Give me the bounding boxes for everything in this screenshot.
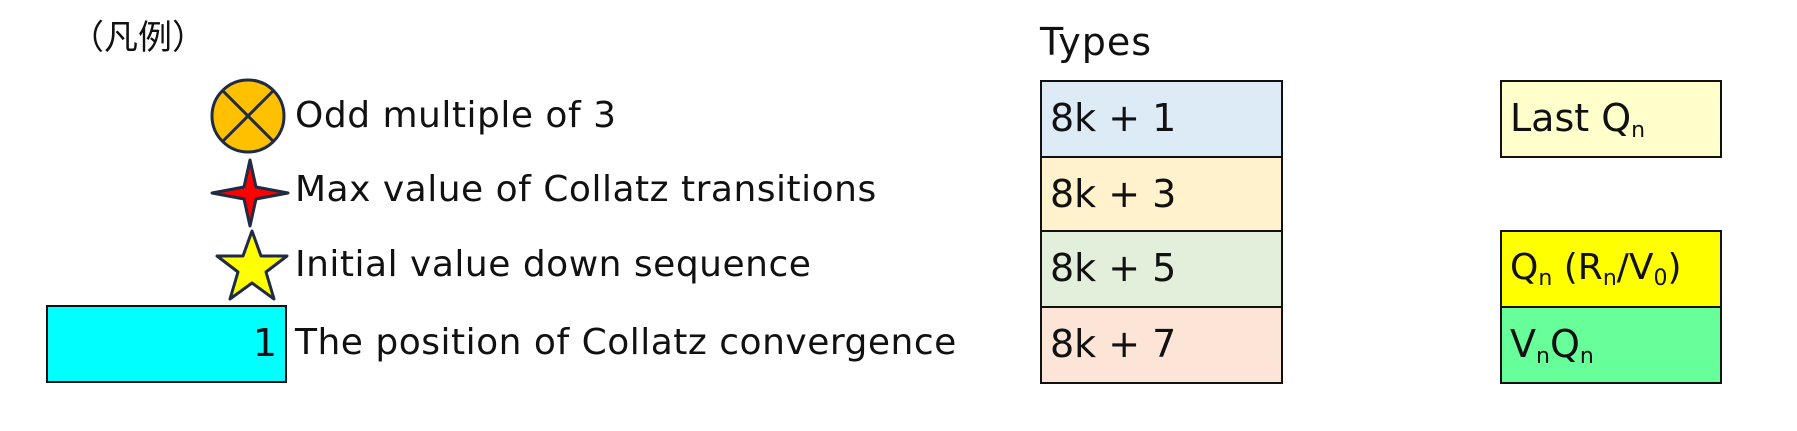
vnqn-v: V (1510, 322, 1536, 366)
type-8k-plus-3-label: 8k + 3 (1050, 172, 1177, 216)
convergence-box-value: 1 (252, 321, 277, 365)
qn-v-sub: 0 (1653, 266, 1668, 291)
type-8k-plus-1: 8k + 1 (1040, 80, 1283, 158)
qn-r-sub: n (1602, 266, 1617, 291)
vnqn-box: VnQn (1500, 306, 1722, 384)
type-8k-plus-5: 8k + 5 (1040, 230, 1283, 308)
legend-label-max-value: Max value of Collatz transitions (295, 169, 877, 210)
vnqn-v-sub: n (1536, 344, 1550, 369)
qn-q: Q (1510, 247, 1539, 288)
last-qn-sub: n (1631, 118, 1646, 143)
red-four-point-star-icon (210, 158, 290, 228)
yellow-star-icon (215, 229, 289, 301)
convergence-position-box: 1 (46, 305, 287, 383)
last-qn-box: Last Qn (1500, 80, 1722, 158)
legend-label-initial-value: Initial value down sequence (295, 244, 812, 285)
legend-title: （凡例） (70, 18, 206, 58)
type-8k-plus-7: 8k + 7 (1040, 306, 1283, 384)
types-title: Types (1040, 20, 1153, 64)
vnqn-q-sub: n (1579, 344, 1594, 369)
legend-label-odd-multiple: Odd multiple of 3 (295, 95, 617, 136)
type-8k-plus-1-label: 8k + 1 (1050, 96, 1177, 140)
qn-mid: /V (1616, 247, 1654, 288)
circled-x-icon (210, 78, 286, 154)
type-8k-plus-5-label: 8k + 5 (1050, 246, 1177, 290)
qn-rn-v0-box: Qn (Rn/V0) (1500, 230, 1722, 308)
qn-open: (R (1552, 247, 1603, 288)
legend-label-convergence: The position of Collatz convergence (295, 322, 957, 363)
vnqn-q: Q (1549, 322, 1580, 366)
type-8k-plus-7-label: 8k + 7 (1050, 322, 1177, 366)
qn-q-sub: n (1538, 266, 1553, 291)
type-8k-plus-3: 8k + 3 (1040, 156, 1283, 232)
qn-close: ) (1667, 247, 1682, 288)
last-qn-prefix: Last Q (1510, 96, 1632, 140)
